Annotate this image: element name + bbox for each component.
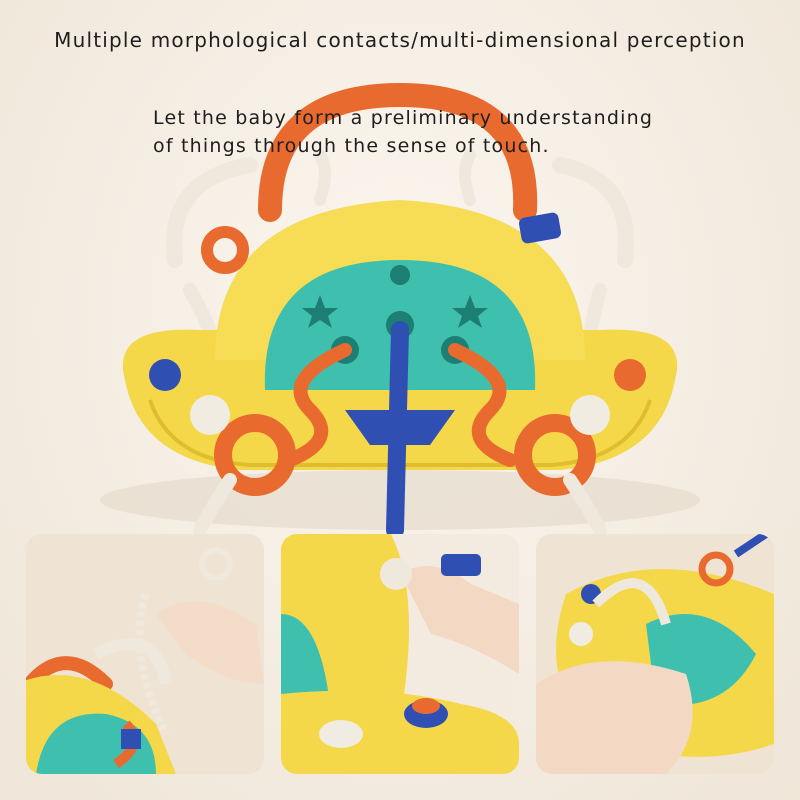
- panel-1-illustration: [26, 534, 264, 774]
- subtext-line-1: Let the baby form a preliminary understa…: [153, 107, 654, 129]
- panel-3-illustration: [536, 534, 774, 774]
- detail-panel-3: [536, 534, 774, 774]
- detail-panel-1: [26, 534, 264, 774]
- subtext: Let the baby form a preliminary understa…: [153, 104, 753, 160]
- subtext-line-2: of things through the sense of touch.: [153, 135, 550, 157]
- panel-2-illustration: [281, 534, 519, 774]
- hero-toy-illustration: [100, 82, 700, 539]
- detail-panel-2: [281, 534, 519, 774]
- headline: Multiple morphological contacts/multi-di…: [54, 28, 746, 52]
